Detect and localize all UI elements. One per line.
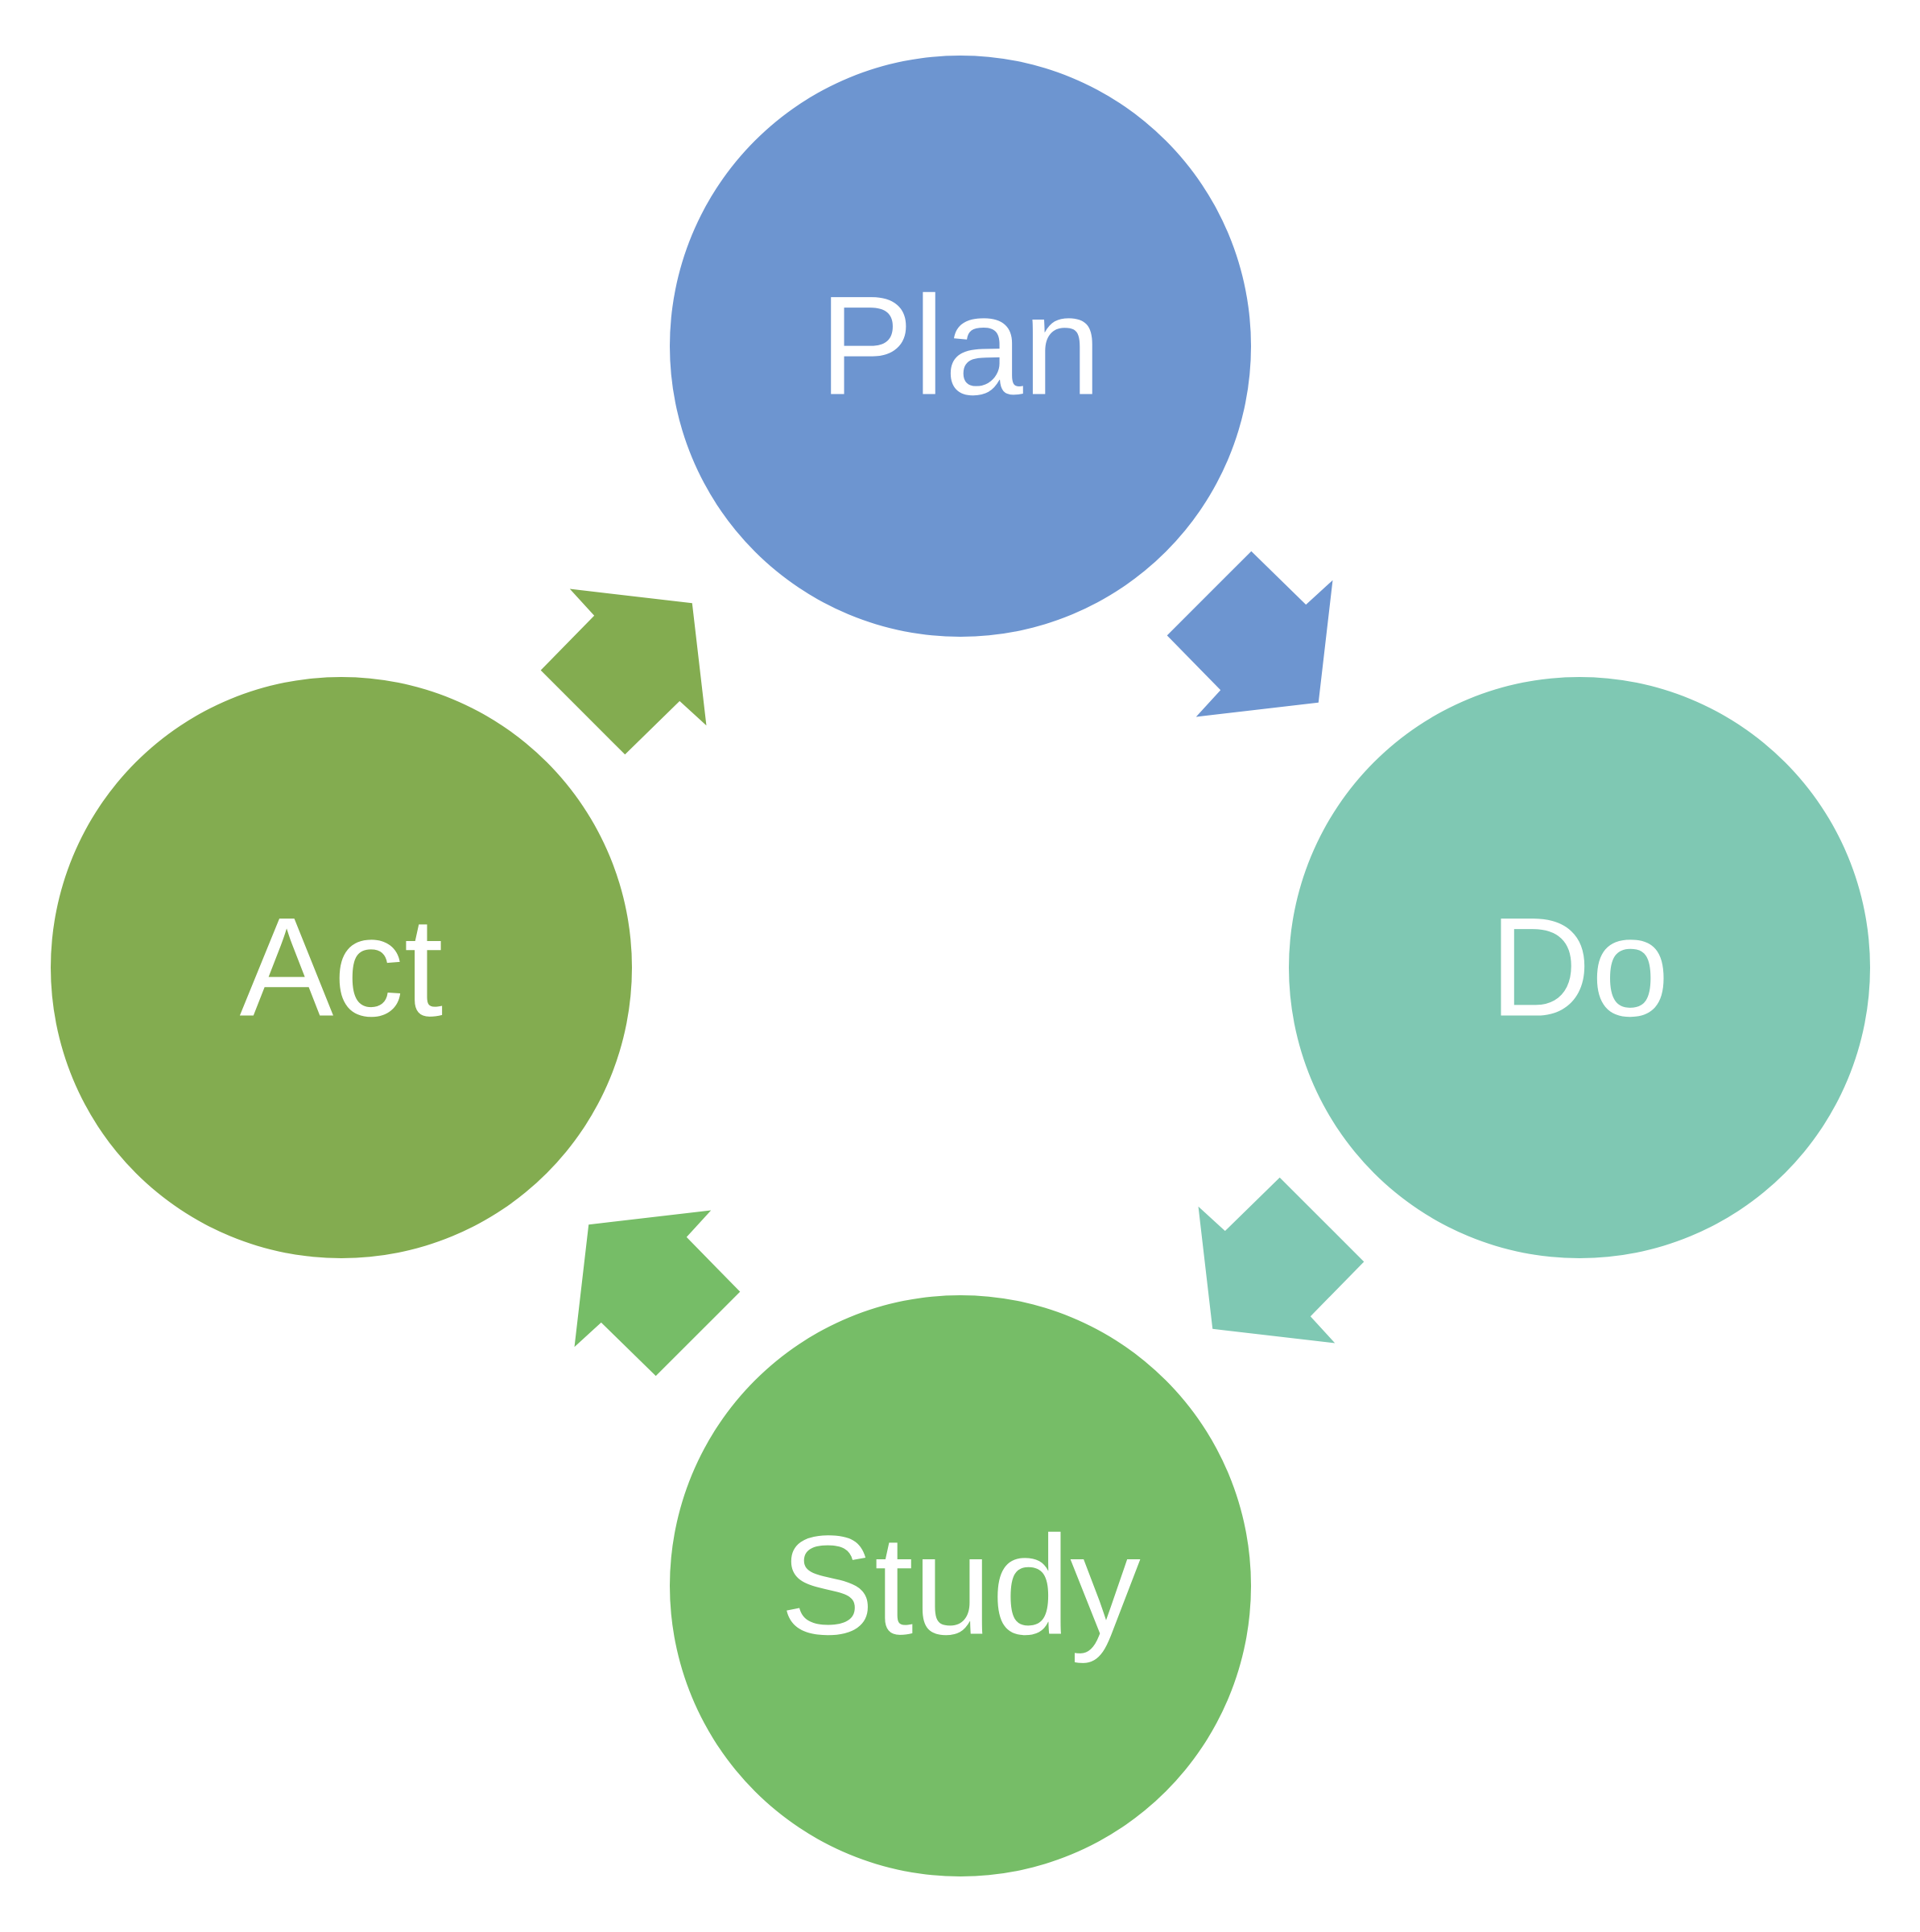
node-study: Study <box>670 1295 1251 1876</box>
arrow-study-to-act <box>574 1210 741 1377</box>
study-circle <box>670 1295 1251 1876</box>
arrow-act-to-plan <box>540 588 707 755</box>
act-label: Act <box>240 890 444 1046</box>
node-plan: Plan <box>670 56 1251 637</box>
node-act: Act <box>51 677 632 1258</box>
node-do: Do <box>1289 677 1870 1258</box>
study-label: Study <box>780 1508 1141 1665</box>
arrow-do-to-study <box>1198 1177 1365 1344</box>
arrow-plan-to-do <box>1166 551 1333 717</box>
do-label: Do <box>1489 890 1670 1046</box>
plan-circle <box>670 56 1251 637</box>
plan-label: Plan <box>820 268 1101 425</box>
do-circle <box>1289 677 1870 1258</box>
act-circle <box>51 677 632 1258</box>
